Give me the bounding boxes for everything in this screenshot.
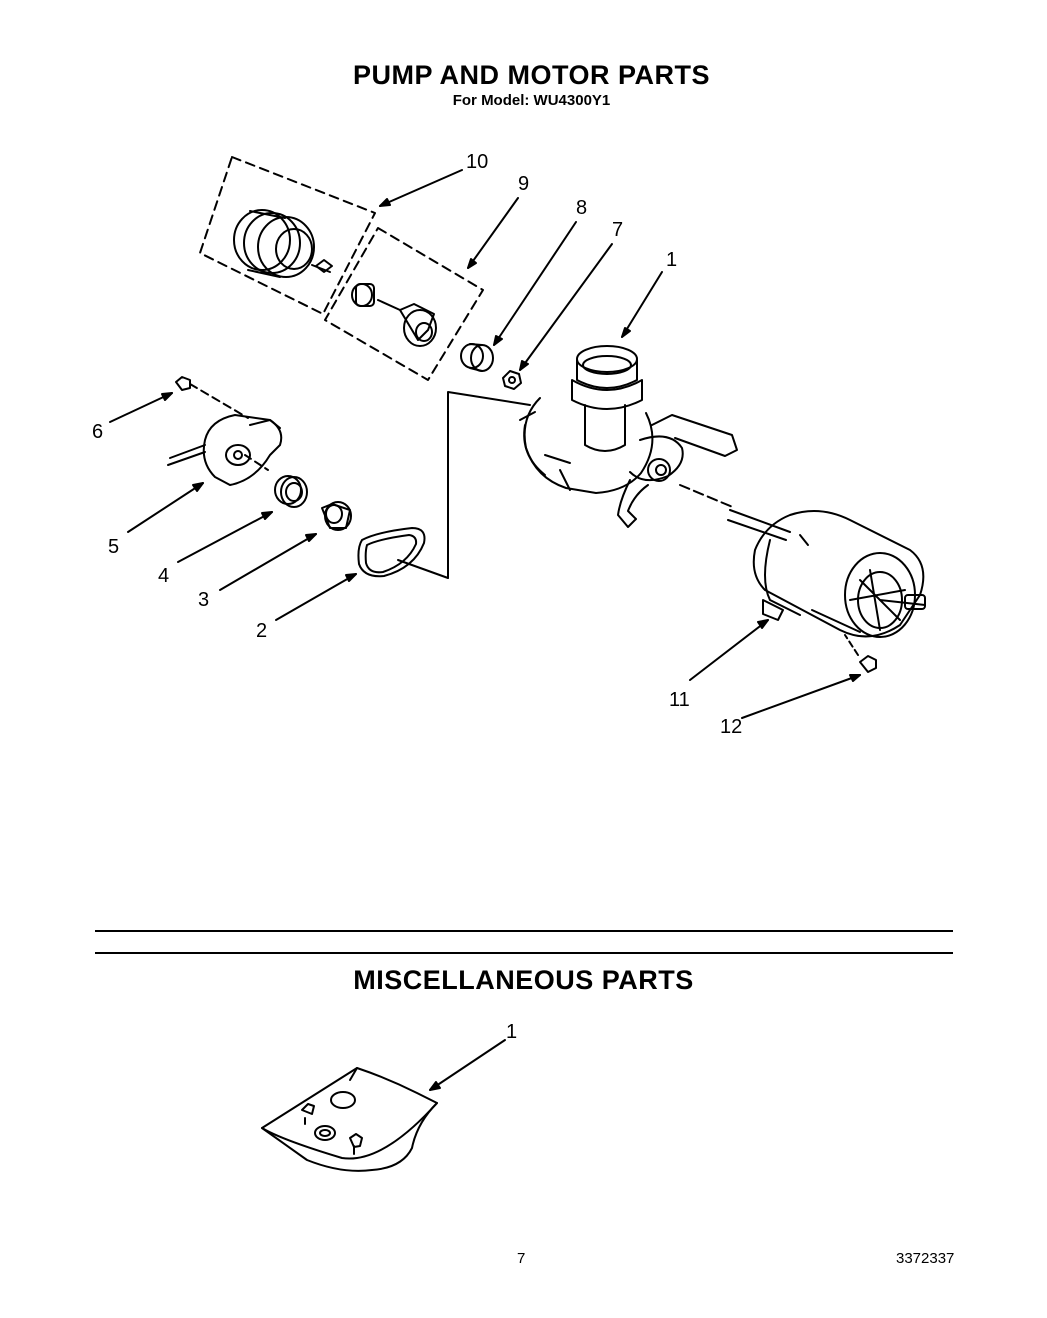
main-title: PUMP AND MOTOR PARTS — [352, 60, 711, 90]
callout-12: 12 — [720, 716, 743, 738]
misc-callout-1: 1 — [506, 1021, 518, 1043]
callout-1: 1 — [666, 249, 678, 271]
part-10-kit-box — [199, 156, 376, 315]
callout-10: 10 — [466, 151, 489, 173]
callout-2: 2 — [256, 620, 268, 642]
model-line: For Model: WU4300Y1 — [452, 92, 611, 109]
callout-6: 6 — [92, 421, 104, 443]
part-5-pump-cover — [167, 414, 283, 486]
misc-parts-bag — [261, 1067, 438, 1172]
part-8-seal — [460, 343, 494, 372]
callout-7: 7 — [612, 219, 624, 241]
page-number: 7 — [517, 1250, 526, 1267]
leader-lines — [109, 169, 861, 1091]
part-1-pump-body — [519, 345, 738, 528]
callout-3: 3 — [198, 589, 210, 611]
callout-8: 8 — [576, 197, 588, 219]
callout-9: 9 — [518, 173, 530, 195]
callout-4: 4 — [158, 565, 170, 587]
part-12-screw — [844, 634, 877, 673]
part-3-diaphragm — [321, 501, 352, 531]
part-4-seal-ring — [274, 475, 308, 508]
part-9-kit-box — [324, 227, 484, 381]
callout-5: 5 — [108, 536, 120, 558]
part-6-screw — [175, 376, 249, 419]
part-11-motor — [727, 509, 926, 638]
part-7-nut — [502, 370, 522, 390]
misc-section-title: MISCELLANEOUS PARTS — [353, 965, 694, 995]
motor-shaft-line — [679, 484, 736, 509]
callout-11: 11 — [669, 689, 690, 711]
assembly-guide-line — [447, 391, 531, 579]
document-number: 3372337 — [896, 1250, 955, 1267]
section-rule-top — [95, 930, 953, 932]
section-rule-bottom — [95, 952, 953, 954]
part-2-o-ring — [357, 527, 426, 578]
